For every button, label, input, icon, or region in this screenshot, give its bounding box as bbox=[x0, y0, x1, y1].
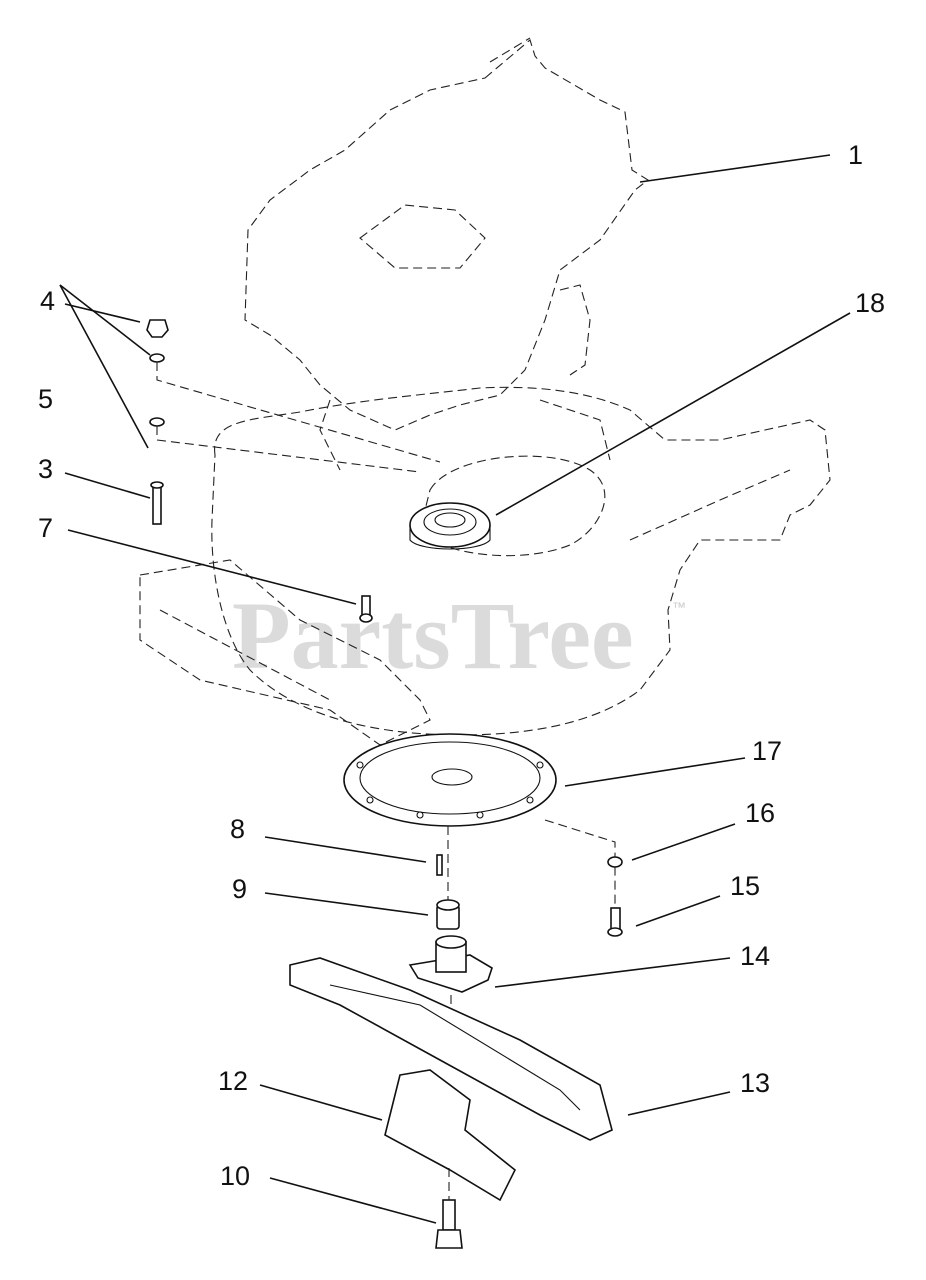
callout-5: 5 bbox=[38, 384, 53, 414]
watermark: PartsTree ™ bbox=[232, 582, 686, 689]
engine bbox=[244, 37, 649, 431]
blade bbox=[289, 957, 613, 1141]
callout-13: 13 bbox=[740, 1068, 770, 1098]
callout-7: 7 bbox=[38, 513, 53, 543]
callout-9: 9 bbox=[232, 874, 247, 904]
callout-labels: 1 18 4 5 3 7 17 8 16 9 15 14 12 13 10 bbox=[38, 140, 885, 1191]
blade-hardware bbox=[408, 826, 493, 1050]
callout-18: 18 bbox=[855, 288, 885, 318]
watermark-trademark: ™ bbox=[672, 599, 686, 615]
callout-16: 16 bbox=[745, 798, 775, 828]
leader-lines bbox=[59, 154, 851, 1224]
callout-4: 4 bbox=[40, 286, 55, 316]
right-hardware bbox=[544, 819, 623, 937]
left-hardware bbox=[146, 319, 441, 525]
drive-pulley bbox=[409, 502, 491, 550]
callout-15: 15 bbox=[730, 871, 760, 901]
blade-bolt bbox=[435, 1168, 463, 1249]
blade-accessory bbox=[384, 1069, 517, 1202]
deck-plate bbox=[343, 733, 557, 827]
mower-deck bbox=[139, 386, 831, 746]
callout-10: 10 bbox=[220, 1161, 250, 1191]
callout-8: 8 bbox=[230, 814, 245, 844]
watermark-text: PartsTree bbox=[232, 582, 634, 689]
callout-17: 17 bbox=[752, 736, 782, 766]
callout-12: 12 bbox=[218, 1066, 248, 1096]
callout-3: 3 bbox=[38, 454, 53, 484]
bolt-7 bbox=[359, 595, 373, 623]
callout-14: 14 bbox=[740, 941, 770, 971]
callout-1: 1 bbox=[848, 140, 863, 170]
